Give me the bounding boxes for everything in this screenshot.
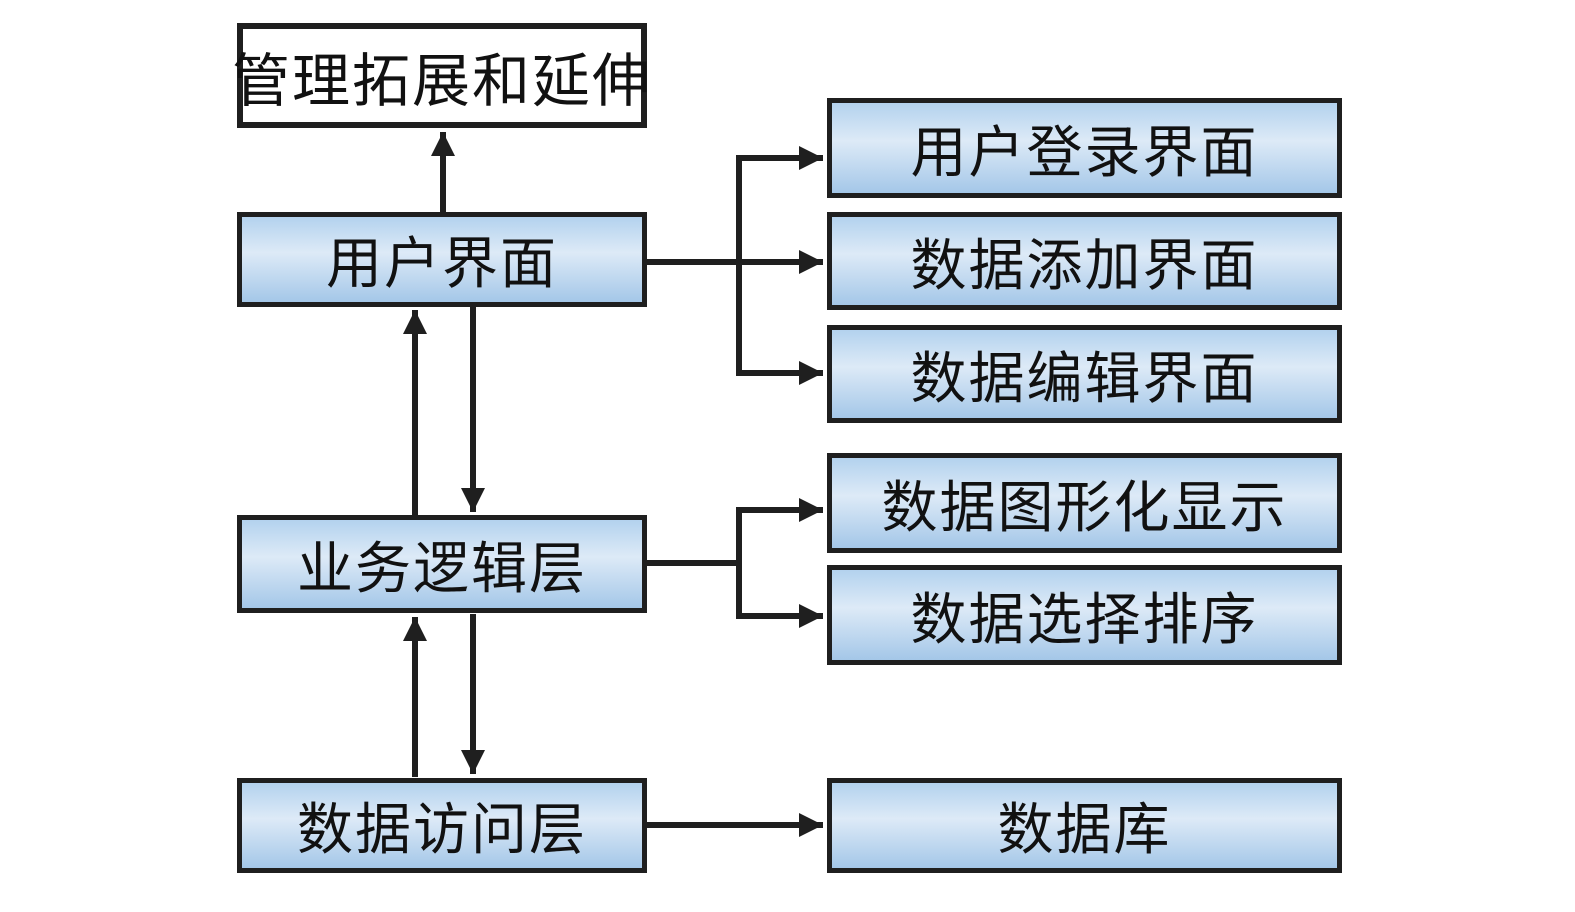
node-data-edit-ui: 数据编辑界面 [827, 325, 1342, 423]
node-database: 数据库 [827, 778, 1342, 873]
node-user-login-ui: 用户登录界面 [827, 98, 1342, 198]
node-business-logic-layer: 业务逻辑层 [237, 515, 647, 613]
node-data-add-ui: 数据添加界面 [827, 212, 1342, 310]
node-data-access-layer: 数据访问层 [237, 778, 647, 873]
node-data-graphical-display: 数据图形化显示 [827, 453, 1342, 553]
node-management-extension: 管理拓展和延伸 [232, 23, 650, 128]
node-data-select-sort: 数据选择排序 [827, 565, 1342, 665]
node-user-interface-layer: 用户界面 [237, 212, 647, 307]
